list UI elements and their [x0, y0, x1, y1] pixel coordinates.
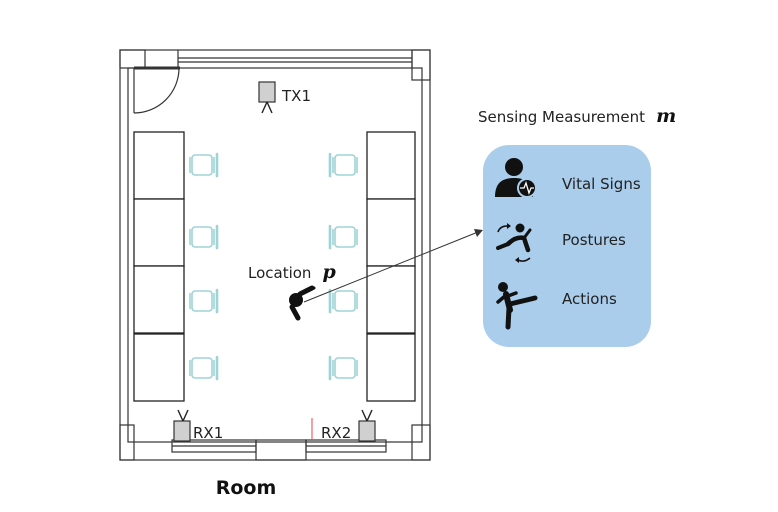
receiver-rx1: RX1 [173, 409, 223, 442]
location-label: Location p [248, 261, 337, 283]
table-block [133, 333, 185, 402]
room-floor-plan [119, 49, 431, 461]
table-block [366, 265, 416, 334]
right-table-column [366, 131, 416, 402]
chair [328, 355, 358, 381]
transmitter-tx1: TX1 [258, 81, 311, 114]
receiver-rx2: RX2 [311, 409, 376, 442]
tx1-device [258, 81, 276, 103]
panel-item-vital-signs: Vital Signs [562, 175, 641, 193]
measurement-arrow [303, 229, 483, 303]
bottom-door-gap [255, 439, 307, 461]
door [133, 66, 180, 114]
panel-title: Sensing Measurement m [478, 105, 676, 127]
rx2-device [358, 420, 376, 442]
chair [189, 355, 219, 381]
rx2-label: RX2 [321, 424, 351, 442]
chair [189, 224, 219, 250]
chair [189, 152, 219, 178]
table-block [366, 198, 416, 267]
chairs [189, 152, 358, 381]
room-caption: Room [216, 477, 277, 499]
chair [328, 288, 358, 314]
table-block [366, 333, 416, 402]
corner-pillar [119, 49, 146, 69]
panel-item-actions: Actions [562, 290, 617, 308]
left-table-column [133, 131, 185, 402]
table-block [133, 265, 185, 334]
table-block [133, 131, 185, 200]
panel-item-postures: Postures [562, 231, 626, 249]
chair [189, 288, 219, 314]
tx1-label: TX1 [281, 87, 311, 105]
rx1-device [173, 420, 191, 442]
corner-pillar [119, 424, 135, 461]
corner-pillar [411, 424, 431, 461]
chair [328, 152, 358, 178]
table-block [366, 131, 416, 200]
table-block [133, 198, 185, 267]
postures-icon [496, 223, 532, 263]
vital-signs-icon [495, 158, 537, 198]
person-icon [289, 285, 316, 321]
rx1-label: RX1 [193, 424, 223, 442]
chair [328, 224, 358, 250]
actions-icon [496, 282, 538, 330]
corner-pillar [411, 49, 431, 81]
